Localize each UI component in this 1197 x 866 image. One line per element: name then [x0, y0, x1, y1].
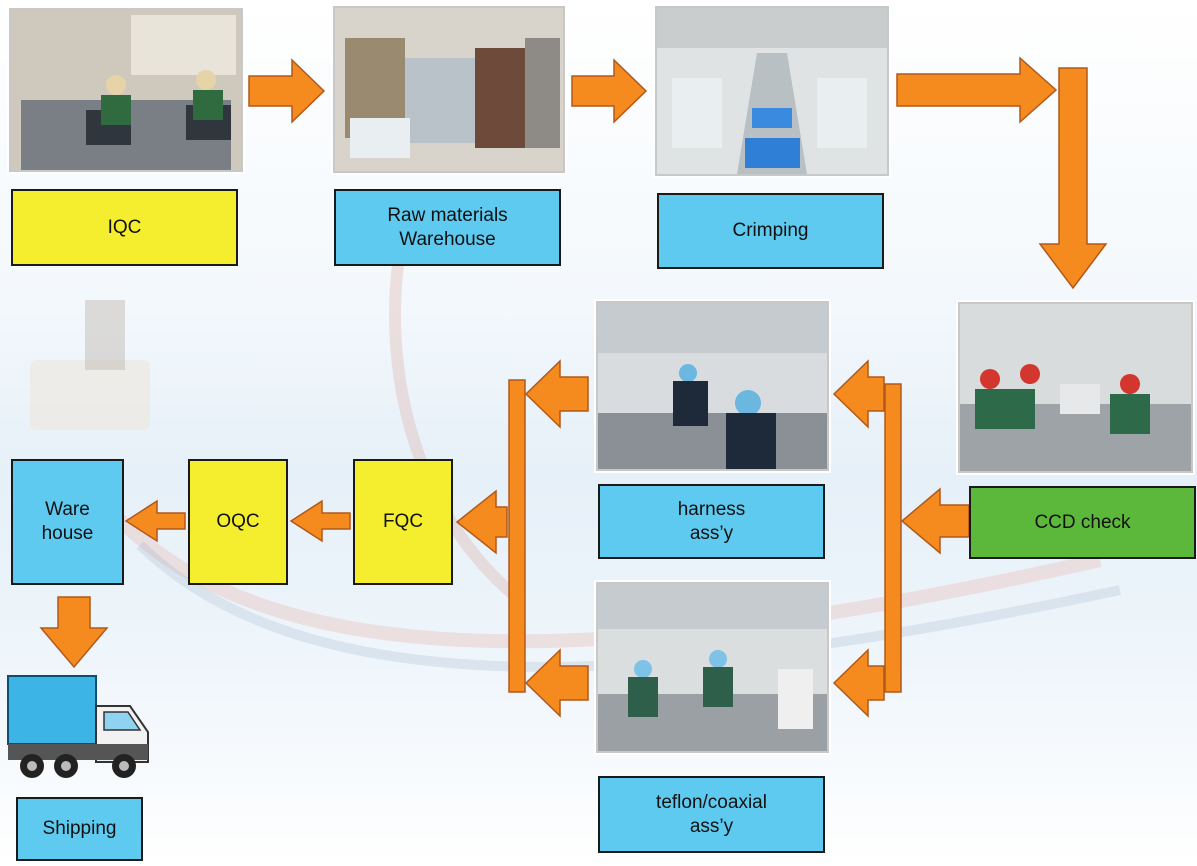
arrow-teflon-to-bar	[524, 648, 589, 718]
step-raw-materials-warehouse: Raw materials Warehouse	[334, 189, 561, 266]
left-merge-bar	[508, 379, 526, 693]
step-ccd-check: CCD check	[969, 486, 1196, 559]
teflon-coaxial-assembly-photo	[596, 582, 829, 753]
iqc-photo	[9, 8, 243, 172]
step-iqc: IQC	[11, 189, 238, 266]
arrow-bar-to-fqc	[455, 489, 508, 555]
step-oqc: OQC	[188, 459, 288, 585]
arrow-iqc-to-raw	[248, 58, 326, 124]
arrow-crimping-right	[896, 56, 1058, 124]
arrow-ccd-to-bar	[900, 487, 970, 555]
harness-assembly-photo	[596, 301, 829, 471]
arrow-raw-to-crimping	[571, 58, 648, 124]
arrow-to-harness	[832, 359, 885, 429]
arrow-fqc-to-oqc	[289, 499, 351, 543]
step-warehouse: Ware house	[11, 459, 124, 585]
arrow-warehouse-to-shipping	[39, 596, 109, 669]
ccd-check-photo	[958, 302, 1193, 473]
raw-materials-warehouse-photo	[333, 6, 565, 173]
step-shipping: Shipping	[16, 797, 143, 861]
delivery-truck-icon	[7, 675, 149, 778]
step-crimping: Crimping	[657, 193, 884, 269]
arrow-harness-to-bar	[524, 359, 589, 429]
arrow-to-teflon	[832, 648, 885, 718]
arrow-down-to-ccd	[1038, 67, 1108, 290]
step-fqc: FQC	[353, 459, 453, 585]
step-teflon-coaxial-assembly: teflon/coaxial ass’y	[598, 776, 825, 853]
arrow-oqc-to-warehouse	[124, 499, 186, 543]
step-harness-assembly: harness ass’y	[598, 484, 825, 559]
right-split-bar	[884, 383, 902, 693]
crimping-photo	[655, 6, 889, 176]
